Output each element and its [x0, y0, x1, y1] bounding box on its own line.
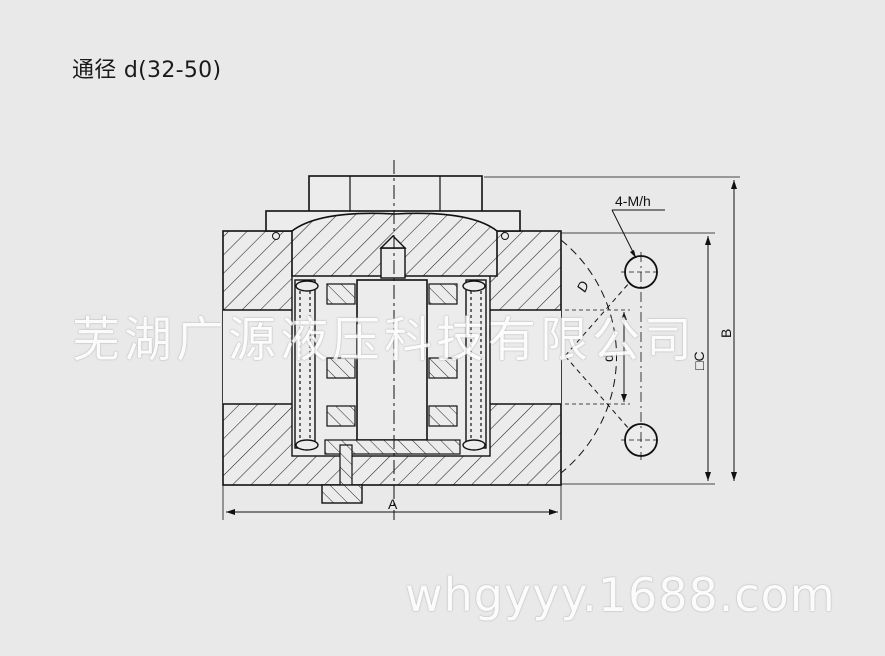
dim-a [222, 485, 562, 520]
drawing-title: 通径 d(32-50) [72, 58, 222, 83]
top-cover [265, 175, 521, 279]
dim-b [484, 176, 740, 481]
flange-end-view [560, 239, 661, 474]
bolt-callout [611, 209, 665, 259]
spool [324, 279, 461, 455]
dim-c [561, 232, 715, 485]
height-b-label: B [718, 329, 734, 338]
spring-left [294, 279, 319, 451]
bore-label: d [600, 354, 616, 362]
square-c-label: □C [691, 351, 707, 370]
bolt-label: 4-M/h [615, 193, 651, 209]
pcd-label: D [573, 278, 592, 294]
spring-right [462, 279, 487, 451]
width-a-label: A [388, 496, 398, 512]
bottom-plug [321, 444, 363, 504]
